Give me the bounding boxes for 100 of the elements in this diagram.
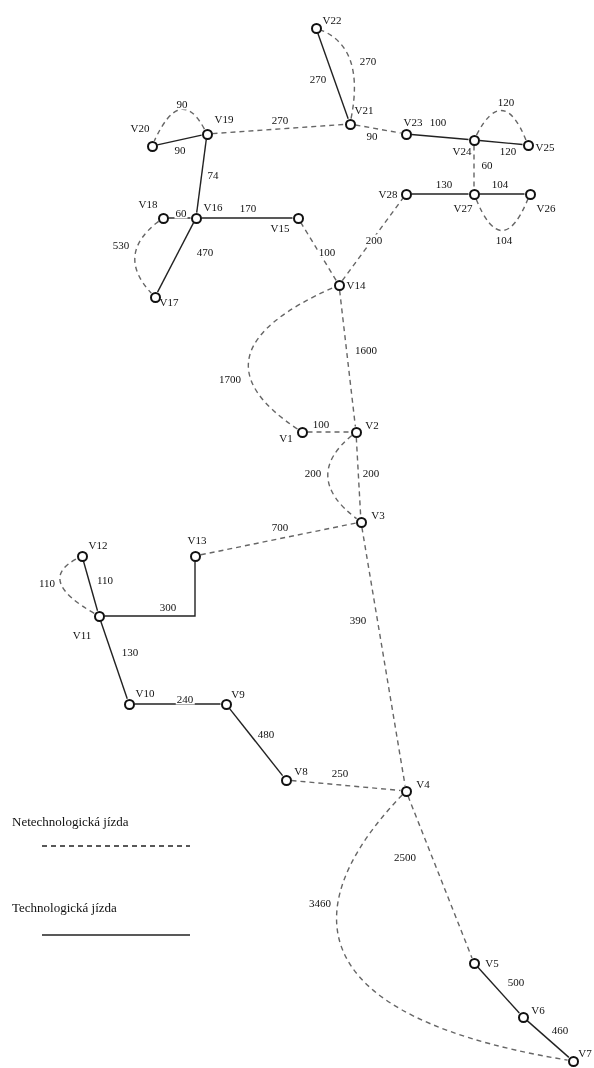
edge-label: 74 <box>206 169 220 181</box>
edge-label: 700 <box>270 521 290 533</box>
vertex-circle <box>220 698 232 710</box>
vertex-label: V14 <box>346 279 366 291</box>
vertex-circle <box>517 1011 529 1023</box>
vertex-circle <box>76 550 88 562</box>
vertex-label: V17 <box>159 296 179 308</box>
dashed-edge <box>475 198 529 232</box>
edge-label: 100 <box>428 116 448 128</box>
edge-label: 470 <box>195 246 215 258</box>
vertex-circle <box>146 140 158 152</box>
edge-label: 2500 <box>393 851 417 863</box>
dashed-edge <box>300 222 337 281</box>
edge-line <box>200 217 294 219</box>
edge-label: 110 <box>95 574 115 586</box>
vertex-label: V16 <box>203 201 223 213</box>
vertex-circle <box>468 188 480 200</box>
dashed-edge <box>361 526 406 787</box>
edge-label: 104 <box>494 234 514 246</box>
dashed-edge <box>134 220 160 294</box>
edge-label: 130 <box>120 646 140 658</box>
vertex-label: V3 <box>371 509 385 521</box>
dashed-edge <box>475 109 527 141</box>
edge-line <box>526 1019 570 1059</box>
vertex-label: V25 <box>535 141 555 153</box>
vertex-circle <box>400 128 412 140</box>
vertex-label: V5 <box>485 957 499 969</box>
vertex-label: V19 <box>214 113 234 125</box>
edge-label: 104 <box>490 178 510 190</box>
dashed-edge <box>153 108 206 142</box>
vertex-label: V27 <box>453 202 473 214</box>
vertex-label: V22 <box>322 14 342 26</box>
edge-label: 1700 <box>218 373 242 385</box>
dashed-edge <box>354 124 402 134</box>
vertex-label: V1 <box>279 432 293 444</box>
edge-label: 530 <box>111 239 131 251</box>
edge-label: 300 <box>158 601 178 613</box>
edge-label: 250 <box>330 767 350 779</box>
vertex-label: V10 <box>135 687 155 699</box>
edge-label: 270 <box>358 55 378 67</box>
edge-label: 200 <box>364 234 384 246</box>
edge-label: 100 <box>311 418 331 430</box>
edge-label: 270 <box>308 73 328 85</box>
vertex-circle <box>123 698 135 710</box>
legend-text: Netechnologická jízda <box>12 814 129 830</box>
edge-label: 170 <box>238 202 258 214</box>
edge-label: 460 <box>550 1024 570 1036</box>
dashed-edge <box>335 794 569 1061</box>
edge-label: 90 <box>175 98 189 110</box>
vertex-circle <box>350 426 362 438</box>
vertex-label: V8 <box>294 765 308 777</box>
edge-label: 90 <box>173 144 187 156</box>
vertex-label: V7 <box>578 1047 592 1059</box>
edge-label: 240 <box>175 693 195 705</box>
edge-label: 60 <box>480 159 494 171</box>
vertex-circle <box>468 957 480 969</box>
dashed-edge <box>320 29 356 120</box>
edge-line <box>82 560 99 612</box>
edge-label: 270 <box>270 114 290 126</box>
vertex-label: V9 <box>231 688 245 700</box>
vertex-circle <box>292 212 304 224</box>
edge-label: 200 <box>303 467 323 479</box>
edge-label: 200 <box>361 467 381 479</box>
edge-label: 100 <box>317 246 337 258</box>
legend-text: Technologická jízda <box>12 900 117 916</box>
edge-line <box>156 222 195 293</box>
edge-label: 3460 <box>308 897 332 909</box>
dashed-edge <box>247 286 335 430</box>
dashed-edge <box>341 197 404 282</box>
vertex-label: V13 <box>187 534 207 546</box>
dashed-edge <box>199 522 357 556</box>
dashed-edge <box>59 557 95 614</box>
vertex-circle <box>344 118 356 130</box>
edge-line <box>156 134 203 146</box>
vertex-circle <box>400 188 412 200</box>
dashed-edge <box>327 434 358 520</box>
edge-line <box>478 193 526 195</box>
vertex-circle <box>189 550 201 562</box>
vertex-label: V6 <box>531 1004 545 1016</box>
dashed-edge <box>290 779 402 792</box>
vertex-circle <box>93 610 105 622</box>
vertex-label: V23 <box>403 116 423 128</box>
edge-line <box>103 560 196 617</box>
vertex-circle <box>201 128 213 140</box>
vertex-label: V28 <box>378 188 398 200</box>
vertex-circle <box>190 212 202 224</box>
edge-line <box>410 133 470 141</box>
edge-label: 390 <box>348 614 368 626</box>
edge-label: 500 <box>506 976 526 988</box>
edge-label: 60 <box>174 207 188 219</box>
vertex-label: V20 <box>130 122 150 134</box>
edge-label: 120 <box>496 96 516 108</box>
edge-line <box>196 138 207 214</box>
vertex-circle <box>355 516 367 528</box>
dashed-edge <box>473 144 475 190</box>
vertex-label: V24 <box>452 145 472 157</box>
edge-line <box>477 966 520 1014</box>
edge-label: 120 <box>498 145 518 157</box>
dashed-edge <box>306 431 352 433</box>
dashed-edge <box>407 795 473 959</box>
